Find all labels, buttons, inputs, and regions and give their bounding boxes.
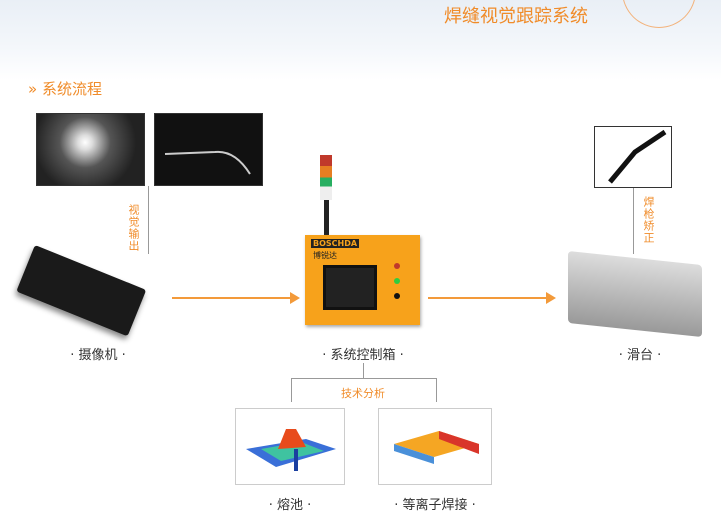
controller-caption: · 系统控制箱 · <box>322 348 404 363</box>
page-title: 焊缝视觉跟踪系统 <box>444 6 588 27</box>
connector-line <box>291 378 292 402</box>
control-box: BOSCHDA 博锐达 <box>305 235 420 325</box>
weld-arc-image <box>36 113 145 186</box>
gun-correction-label: 焊枪矫正 <box>640 196 656 244</box>
arrow-right <box>428 292 556 304</box>
brand-cn: 博锐达 <box>313 251 337 260</box>
melt-pool-caption: · 熔池 · <box>268 498 312 513</box>
connector-line <box>436 378 437 402</box>
connector-line <box>148 186 149 254</box>
arrow-right <box>172 292 300 304</box>
torch-image <box>594 126 672 188</box>
plasma-caption: · 等离子焊接 · <box>394 498 476 513</box>
brand-logo: BOSCHDA <box>311 239 360 248</box>
slide-caption: · 滑台 · <box>618 348 662 363</box>
green-light <box>394 278 400 284</box>
melt-pool-plot <box>235 408 345 485</box>
camera-image <box>16 245 147 337</box>
camera-output-label: 视觉输出 <box>125 204 141 252</box>
connector-line <box>633 188 634 254</box>
signal-tower <box>320 155 332 200</box>
section-title: » 系统流程 <box>28 78 102 99</box>
camera-caption: · 摄像机 · <box>70 348 126 363</box>
analysis-label: 技术分析 <box>341 387 385 400</box>
weld-seam-image <box>154 113 263 186</box>
header-background <box>0 0 721 80</box>
knob <box>394 293 400 299</box>
touch-screen <box>323 265 377 310</box>
double-chevron-right-icon: » <box>28 80 38 98</box>
slide-table-image <box>568 250 702 338</box>
plasma-welding-plot <box>378 408 492 485</box>
connector-line <box>363 363 364 378</box>
signal-tower-pole <box>324 200 329 235</box>
section-title-text: 系统流程 <box>41 80 102 98</box>
connector-line <box>291 378 437 379</box>
red-light <box>394 263 400 269</box>
